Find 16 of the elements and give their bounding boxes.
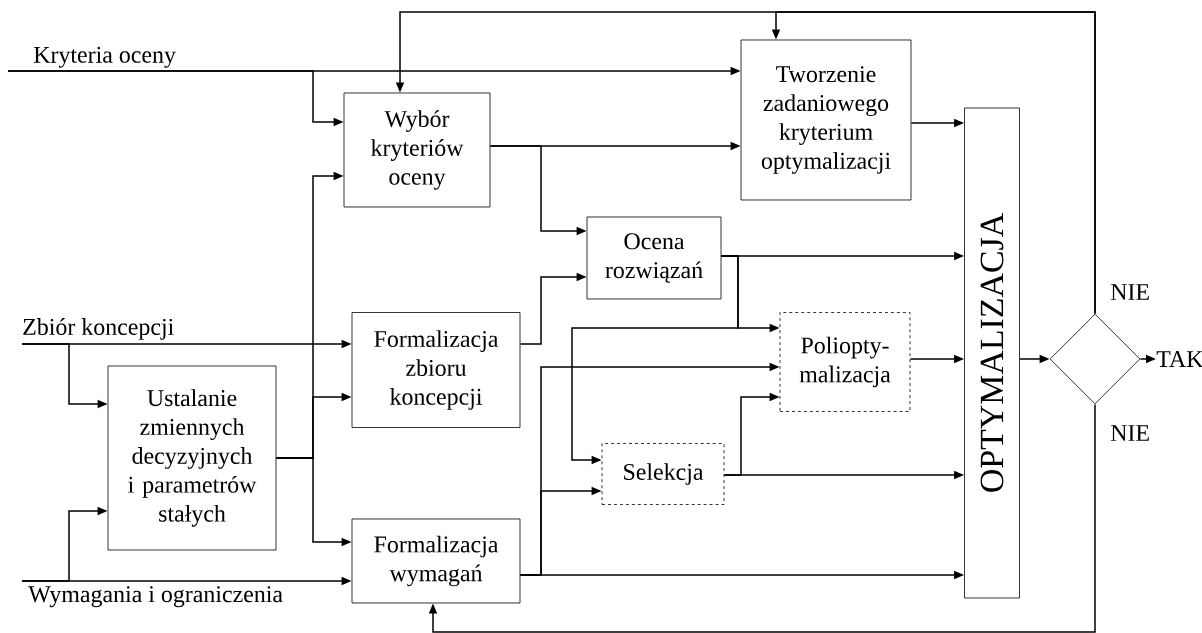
arrow	[428, 403, 1096, 633]
process-box: Selekcja	[601, 443, 725, 505]
process-box: Ustalanie zmiennych decyzyjnych i parametrów stałych	[107, 365, 277, 551]
process-box: Ocena rozwiązań	[586, 216, 722, 300]
process-box: Poliopty-malizacja	[779, 312, 911, 412]
process-box: Tworzenie zadaniowego kryterium optymalizacji	[740, 39, 912, 201]
input-label: Wymagania i ograniczenia	[28, 586, 283, 608]
branch-label: NIE	[1110, 425, 1149, 441]
process-box: Wybór kryteriów oceny	[343, 92, 491, 208]
decision-diamond	[1049, 313, 1141, 405]
process-box: Formalizacja zbioru koncepcji	[351, 312, 521, 428]
branch-label: NIE	[1110, 284, 1149, 300]
input-label: Kryteria oceny	[33, 46, 176, 68]
process-box: OPTYMALIZACJA	[964, 107, 1020, 599]
input-label: Zbiór koncepcji	[23, 318, 174, 340]
process-box: Formalizacja wymagań	[351, 518, 521, 604]
